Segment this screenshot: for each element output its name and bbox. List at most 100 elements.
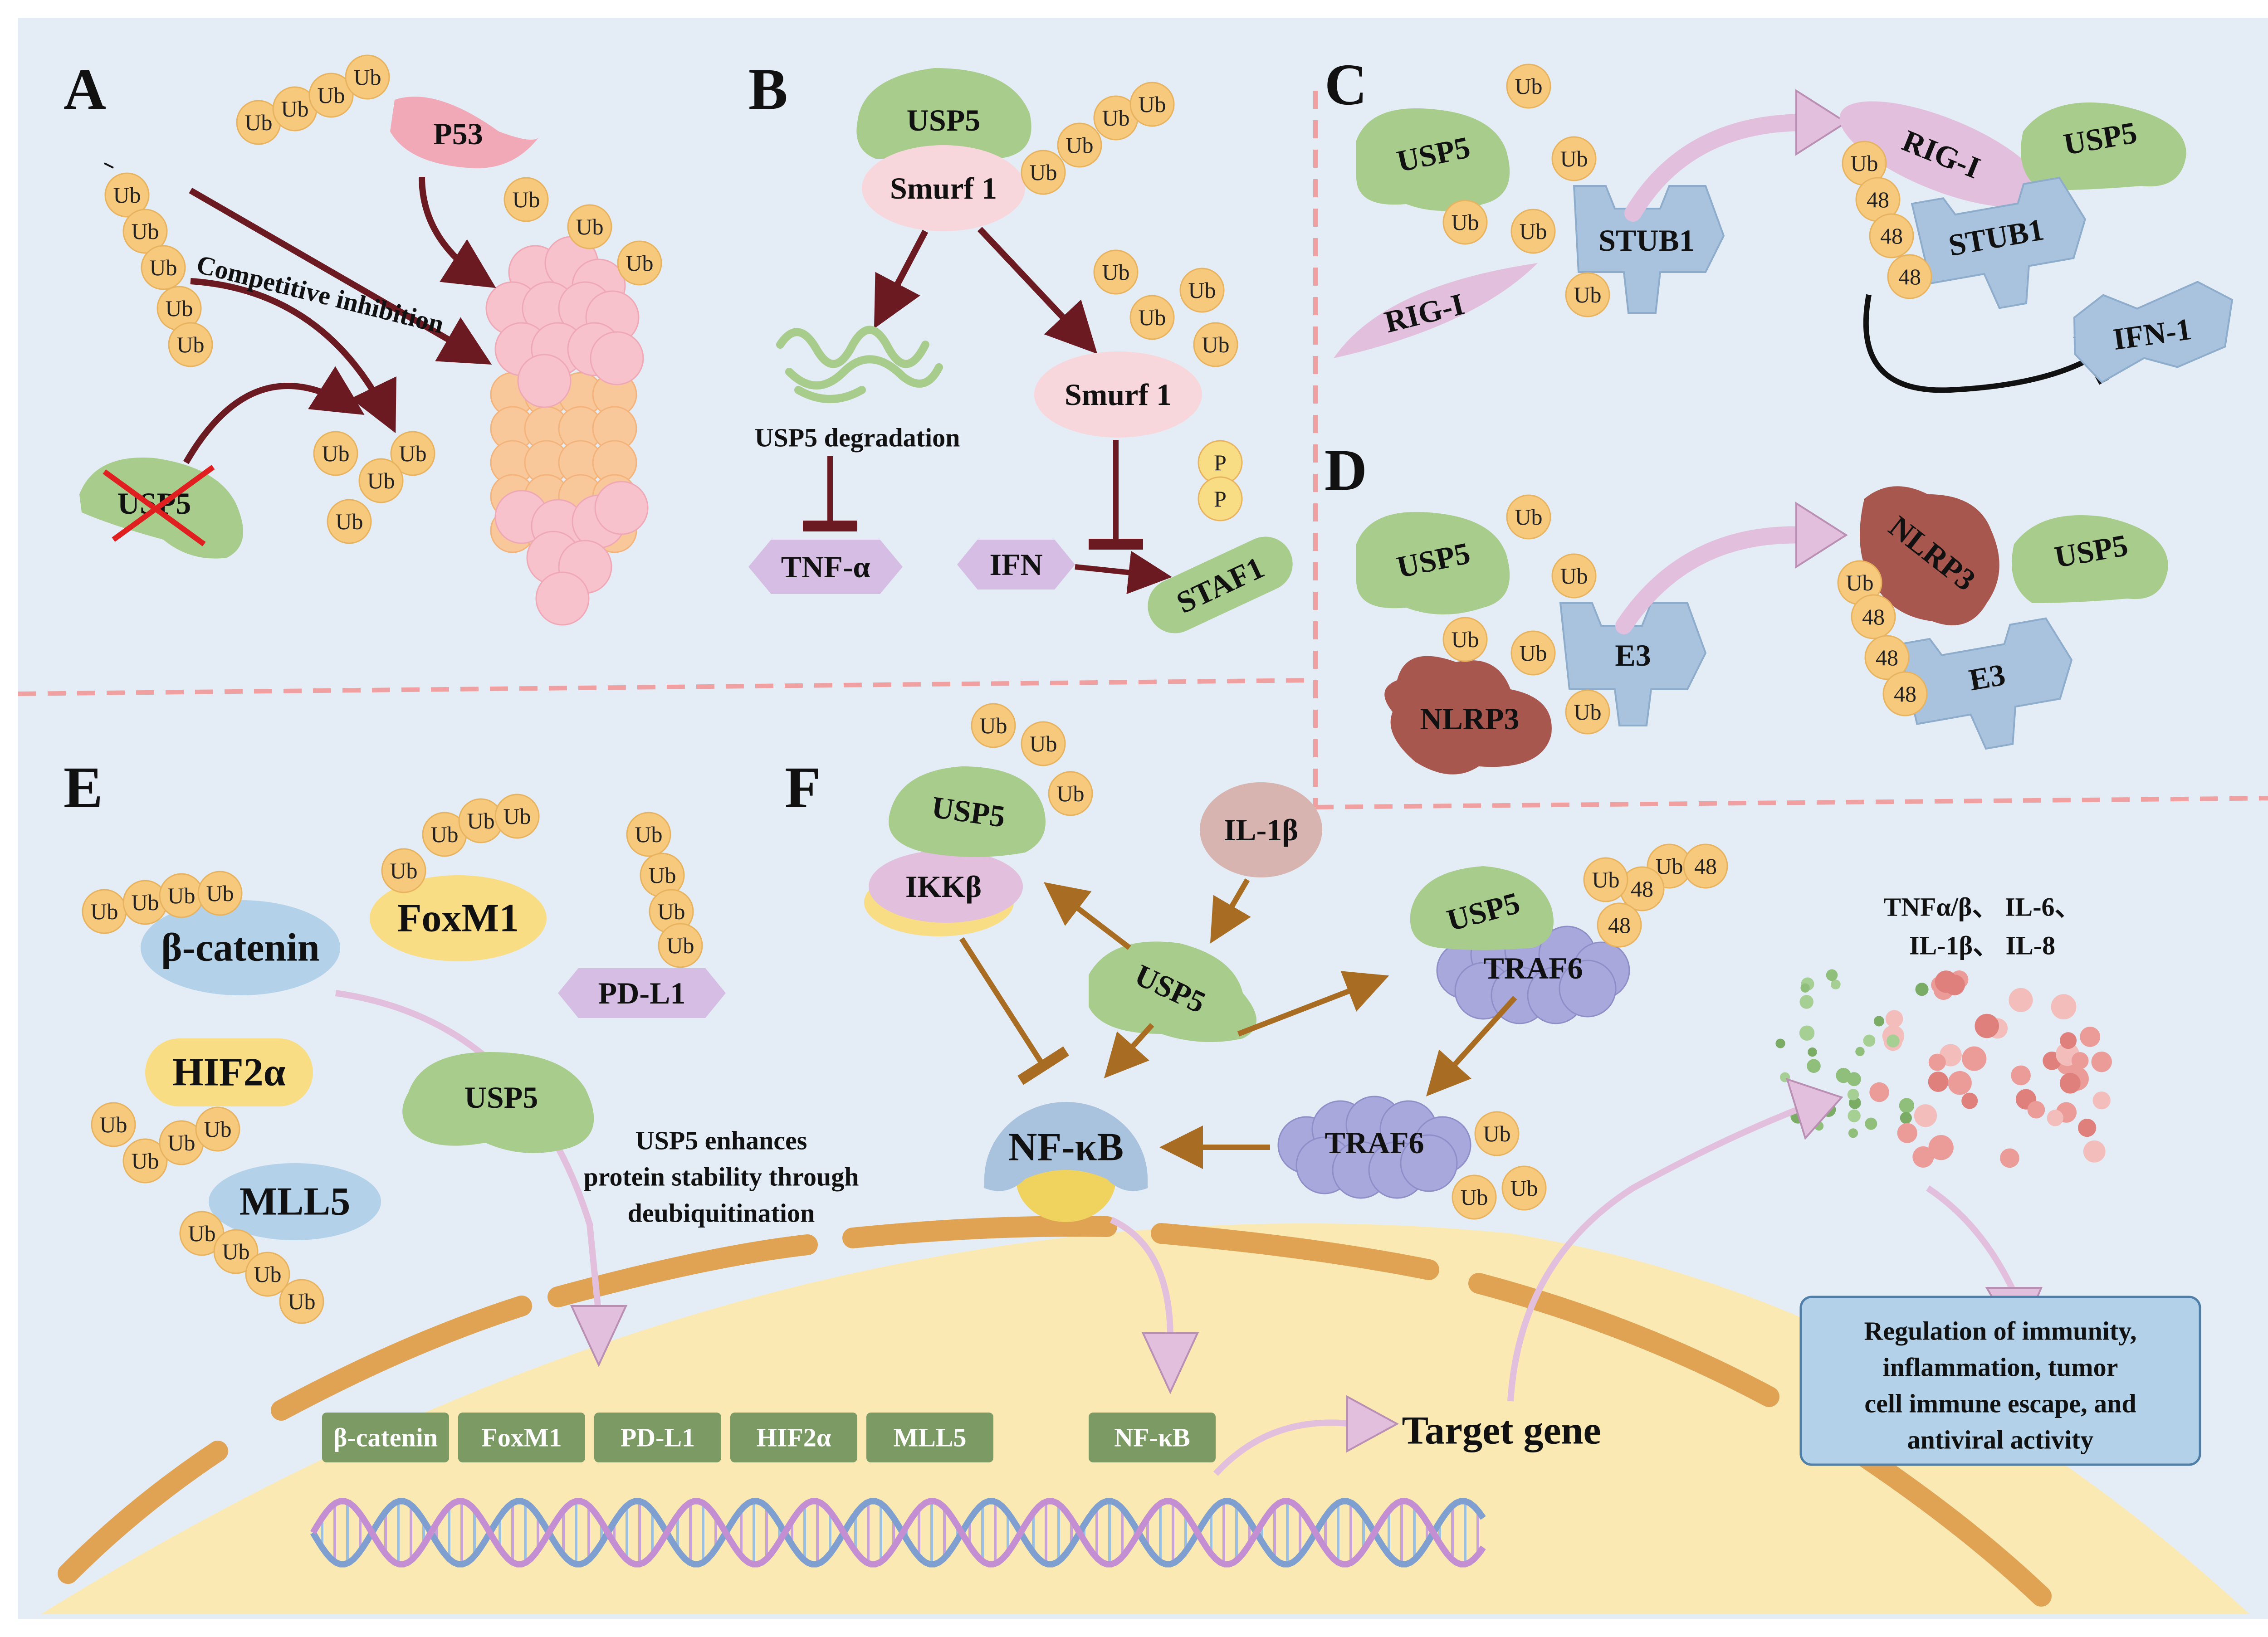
- nlrp3-d-label: NLRP3: [1420, 702, 1519, 736]
- proteasome-cap-subunit: [535, 571, 590, 626]
- svg-text:Ub: Ub: [244, 110, 272, 135]
- ifn-label: IFN: [989, 547, 1042, 582]
- ubiquitin-ball: Ub: [1837, 560, 1882, 605]
- gene-label-bcatenin: β-catenin: [333, 1423, 438, 1452]
- ubiquitin-ball: Ub: [381, 848, 426, 893]
- result-box: Regulation of immunity, inflammation, tu…: [1799, 1296, 2201, 1466]
- cross-mark: [112, 465, 215, 542]
- svg-text:Ub: Ub: [165, 296, 193, 321]
- mll5-e-node: MLL5: [209, 1163, 381, 1240]
- smurf1-label: Smurf 1: [1065, 377, 1172, 412]
- cytokine-dot: [1869, 1082, 1889, 1102]
- usp5-note-line1: USP5 enhances: [635, 1126, 807, 1155]
- ubiquitin-ball: Ub: [122, 1138, 168, 1184]
- svg-text:Ub: Ub: [206, 881, 234, 906]
- panel-label-b: B: [748, 57, 788, 122]
- ubiquitin-ball: 48: [1683, 843, 1728, 889]
- ubiquitin-ball: Ub: [327, 499, 372, 544]
- ubiquitin-ball: Ub: [313, 431, 358, 476]
- ubiquitin-ball: Ub: [1452, 1174, 1497, 1220]
- stub1-c-label: STUB1: [1598, 223, 1695, 258]
- ubiquitin-ball: Ub: [422, 812, 467, 857]
- svg-text:Ub: Ub: [288, 1289, 315, 1314]
- svg-text:48: 48: [1876, 645, 1898, 670]
- cytokine-dot: [1948, 1071, 1972, 1095]
- arrow-to-degradation: [874, 229, 929, 329]
- svg-text:Ub: Ub: [467, 808, 494, 833]
- ubiquitin-ball: Ub: [1179, 268, 1225, 313]
- panel-label-c: C: [1325, 52, 1367, 117]
- svg-text:48: 48: [1880, 223, 1903, 248]
- svg-text:Ub: Ub: [1592, 867, 1619, 892]
- svg-text:Ub: Ub: [430, 822, 458, 847]
- proteasome: [485, 236, 649, 626]
- cytokine-dot: [1826, 969, 1838, 981]
- ubiquitin-ball: 48: [1851, 594, 1896, 639]
- arrow-usp5-release: [183, 366, 365, 464]
- transition-arrow-d: [1615, 526, 1814, 634]
- ubiquitin-ball: Ub: [1129, 295, 1175, 340]
- il1b-label: IL-1β: [1224, 813, 1298, 847]
- cytokine-dot: [1914, 1104, 1937, 1127]
- svg-text:48: 48: [1694, 853, 1717, 879]
- result-line3: cell immune escape, and: [1864, 1389, 2136, 1418]
- svg-text:Ub: Ub: [1846, 570, 1873, 595]
- il1b-node: IL-1β: [1200, 782, 1322, 877]
- svg-text:Ub: Ub: [648, 862, 676, 888]
- svg-text:48: 48: [1631, 876, 1653, 901]
- ubiquitin-ball: Ub: [1842, 141, 1887, 186]
- tnf-alpha-node: TNF-α: [748, 540, 903, 594]
- panel-label-e: E: [64, 755, 103, 820]
- svg-text:Ub: Ub: [666, 933, 694, 958]
- svg-text:Ub: Ub: [1066, 132, 1093, 158]
- cytokine-dot: [1848, 1109, 1861, 1122]
- ubiquitin-ball: Ub: [1048, 771, 1093, 816]
- ubiquitin-ball: Ub: [308, 73, 354, 118]
- cytokine-dot: [1885, 1010, 1903, 1028]
- cytokine-dot: [1865, 1117, 1877, 1130]
- arrow-cytokine-to-result: [1926, 1185, 2017, 1294]
- stray-mark: [104, 162, 114, 169]
- ubiquitin-ball: 48: [1882, 671, 1928, 716]
- svg-text:Ub: Ub: [1574, 699, 1601, 725]
- e3-d-node: E3: [1559, 602, 1707, 726]
- arrow-usp5-to-nfkb: [1104, 1023, 1154, 1078]
- svg-text:Ub: Ub: [113, 182, 141, 208]
- svg-text:Ub: Ub: [1102, 105, 1129, 131]
- ubiquitin-ball: Ub: [649, 889, 694, 934]
- svg-text:48: 48: [1898, 264, 1921, 289]
- cytokine-dot: [1775, 1038, 1785, 1048]
- ubiquitin-ball: Ub: [1565, 689, 1610, 735]
- svg-text:Ub: Ub: [1515, 73, 1542, 99]
- ubiquitin-ball: Ub: [1442, 200, 1488, 245]
- svg-text:Ub: Ub: [512, 187, 540, 212]
- ubiquitin-ball: Ub: [245, 1252, 290, 1297]
- ubiquitin-ball: Ub: [159, 1120, 204, 1165]
- ubiquitin-ball: 48: [1869, 213, 1914, 258]
- svg-text:P: P: [1214, 486, 1227, 512]
- ubiquitin-ball: Ub: [1442, 617, 1488, 662]
- arrow-chain-to-proteasome: [189, 187, 492, 365]
- arrow-il1b-to-usp5: [1210, 878, 1251, 944]
- ubiquitin-ball: Ub: [1093, 95, 1139, 141]
- cytokine-dot: [1808, 1047, 1817, 1057]
- svg-text:Ub: Ub: [254, 1262, 281, 1287]
- nlrp3-d-node: NLRP3: [1384, 656, 1552, 775]
- ubiquitin-ball: Ub: [272, 86, 318, 132]
- ubiquitin-ball: Ub: [617, 240, 662, 286]
- ubiquitin-ball: Ub: [1551, 553, 1597, 599]
- ubiquitin-ball: Ub: [640, 853, 685, 898]
- panel-dividers: [18, 91, 2268, 809]
- inhibit-ifn1: [1863, 294, 2109, 393]
- svg-text:48: 48: [1894, 681, 1916, 706]
- svg-text:Ub: Ub: [390, 858, 417, 883]
- svg-text:Ub: Ub: [131, 1148, 159, 1174]
- ifn1-node: IFN-1: [2073, 281, 2234, 384]
- ikkb-label: IKKβ: [905, 869, 982, 904]
- cytokine-dot: [1799, 995, 1813, 1009]
- ubiquitin-ball: Ub: [503, 177, 549, 222]
- arrowhead-to-target-gene: [1346, 1395, 1399, 1453]
- svg-text:Ub: Ub: [1029, 731, 1057, 756]
- ubiquitin-ball: Ub: [1129, 82, 1175, 127]
